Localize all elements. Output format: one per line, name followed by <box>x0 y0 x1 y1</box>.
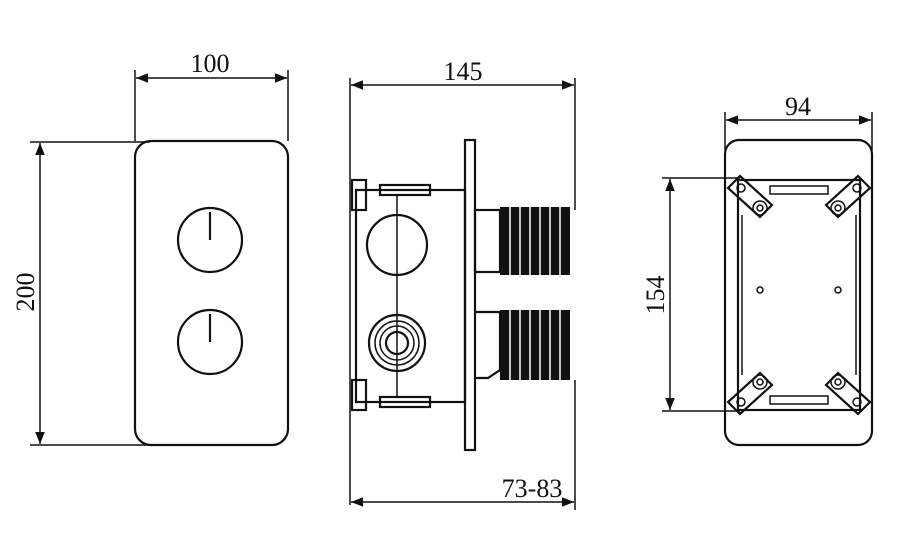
height-label: 200 <box>11 273 40 312</box>
rear-plate <box>723 138 874 447</box>
front-plate <box>133 139 290 447</box>
side-plate <box>463 138 477 452</box>
width-label: 100 <box>191 49 230 78</box>
upper-port <box>365 213 429 277</box>
front-view: 100 200 <box>11 49 290 447</box>
depth-label: 145 <box>444 57 483 86</box>
rear-width-label: 94 <box>785 92 811 121</box>
valve-body <box>354 188 467 404</box>
side-view: 145 73-83 <box>349 57 576 510</box>
upper-thread <box>473 207 570 275</box>
rear-view: 94 154 <box>641 92 874 447</box>
height-dimension: 200 <box>11 141 150 446</box>
rear-height-label: 154 <box>641 276 670 315</box>
lower-knob <box>176 308 244 376</box>
width-dimension: 100 <box>134 49 289 141</box>
adjust-label: 73-83 <box>502 474 563 503</box>
mounting-box <box>736 178 862 412</box>
depth-dimension: 145 <box>349 57 576 505</box>
rear-height-dimension: 154 <box>641 177 740 412</box>
upper-knob <box>176 206 244 274</box>
screw-holes <box>752 200 846 390</box>
mounting-bracket-corners <box>726 174 872 416</box>
rear-width-dimension: 94 <box>724 92 873 150</box>
lower-thread <box>475 310 570 380</box>
lower-port <box>367 313 427 373</box>
adjust-dimension: 73-83 <box>351 380 576 510</box>
